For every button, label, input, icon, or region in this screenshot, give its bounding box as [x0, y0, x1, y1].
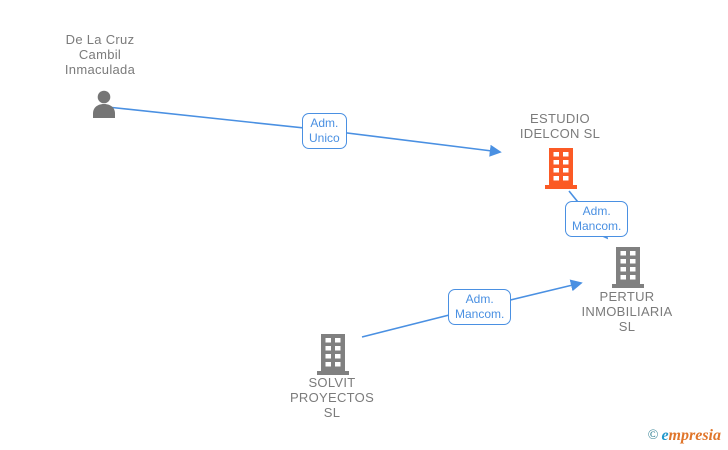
brand-letter-e: e — [661, 427, 669, 444]
edge-label-line: Mancom. — [572, 219, 622, 233]
company-name-line: INMOBILIARIA — [581, 304, 673, 319]
node-label-solvit[interactable]: SOLVIT PROYECTOS SL — [272, 375, 392, 420]
node-label-person[interactable]: De La Cruz Cambil Inmaculada — [40, 32, 160, 77]
company-name-line: PERTUR — [599, 289, 655, 304]
edge-label-line: Adm. — [465, 292, 494, 306]
empresia-logo[interactable]: ©empresia — [648, 427, 721, 445]
node-label-pertur[interactable]: PERTUR INMOBILIARIA SL — [567, 289, 687, 334]
person-icon[interactable] — [89, 90, 119, 123]
edge-label-adm-mancom-1[interactable]: Adm. Mancom. — [565, 201, 629, 237]
company-name-line: PROYECTOS — [289, 390, 375, 405]
person-name-line: Cambil — [78, 47, 122, 62]
copyright-symbol: © — [647, 428, 659, 443]
company-name-line: IDELCON SL — [519, 126, 601, 141]
person-name-line: Inmaculada — [64, 62, 136, 77]
edge-label-line: Adm. — [582, 204, 611, 218]
company-name-line: SL — [618, 319, 636, 334]
edge-label-line: Adm. — [310, 116, 339, 130]
node-label-estudio[interactable]: ESTUDIO IDELCON SL — [490, 111, 630, 141]
person-name-line: De La Cruz — [65, 32, 135, 47]
building-icon-pertur[interactable] — [611, 247, 645, 293]
company-name-line: SOLVIT — [308, 375, 356, 390]
company-name-line: SL — [323, 405, 341, 420]
edge-label-adm-mancom-2[interactable]: Adm. Mancom. — [448, 289, 512, 325]
edge-label-line: Mancom. — [455, 307, 505, 321]
edge-label-adm-unico[interactable]: Adm. Unico — [302, 113, 347, 149]
building-icon-estudio[interactable] — [544, 148, 578, 194]
brand-text: mpresia — [668, 427, 721, 444]
building-icon-solvit[interactable] — [316, 334, 350, 380]
edge-label-line: Unico — [309, 131, 340, 145]
company-name-line: ESTUDIO — [530, 111, 590, 126]
